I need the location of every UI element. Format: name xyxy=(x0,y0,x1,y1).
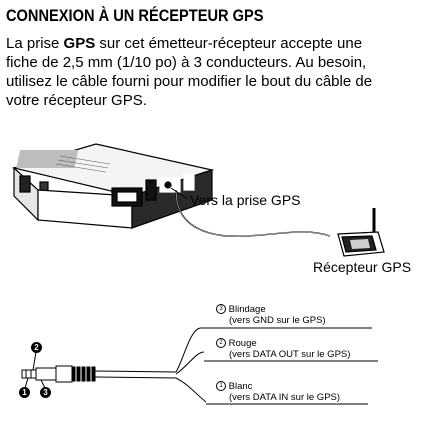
intro-line-1: La prise GPS sur cet émetteur-récepteur … xyxy=(6,35,363,52)
wire-number-3: 3 xyxy=(216,304,226,315)
wire-label-red: 2 Rouge (vers DATA OUT sur le GPS) xyxy=(216,338,350,360)
intro-line-3: utilisez le câble fourni pour modifier l… xyxy=(6,73,373,90)
section-heading: CONNEXION À UN RÉCEPTEUR GPS xyxy=(6,6,264,25)
wire-detail-shield: (vers GND sur le GPS) xyxy=(229,315,326,326)
plug-marker-1: 1 xyxy=(19,387,30,398)
gps-jack-name: GPS xyxy=(63,35,96,52)
intro-paragraph: La prise GPS sur cet émetteur-récepteur … xyxy=(6,34,424,110)
wire-name-red: Rouge xyxy=(228,338,257,349)
jack-label: Vers la prise GPS xyxy=(190,192,301,208)
receiver-label: Récepteur GPS xyxy=(313,259,412,275)
intro-line-2: fiche de 2,5 mm (1/10 po) à 3 conducteur… xyxy=(6,54,367,71)
speaker-grille xyxy=(16,150,79,168)
plug-marker-3: 3 xyxy=(40,387,51,398)
plug-marker-2: 2 xyxy=(31,342,42,353)
wire-label-shield: 3 Blindage (vers GND sur le GPS) xyxy=(216,304,326,326)
intro-line-4: votre récepteur GPS. xyxy=(6,92,147,109)
wire-number-2: 2 xyxy=(216,338,226,349)
wire-label-white: 1 Blanc (vers DATA IN sur le GPS) xyxy=(216,381,340,403)
wire-name-white: Blanc xyxy=(228,381,253,392)
wire-detail-red: (vers DATA OUT sur le GPS) xyxy=(229,349,351,360)
wire-name-shield: Blindage xyxy=(228,304,266,315)
gps-receiver-illustration xyxy=(337,208,385,257)
wire-number-1: 1 xyxy=(216,381,226,392)
transceiver-illustration xyxy=(11,143,215,229)
wire-detail-white: (vers DATA IN sur le GPS) xyxy=(229,392,341,403)
cable-pinout-diagram xyxy=(21,327,378,405)
